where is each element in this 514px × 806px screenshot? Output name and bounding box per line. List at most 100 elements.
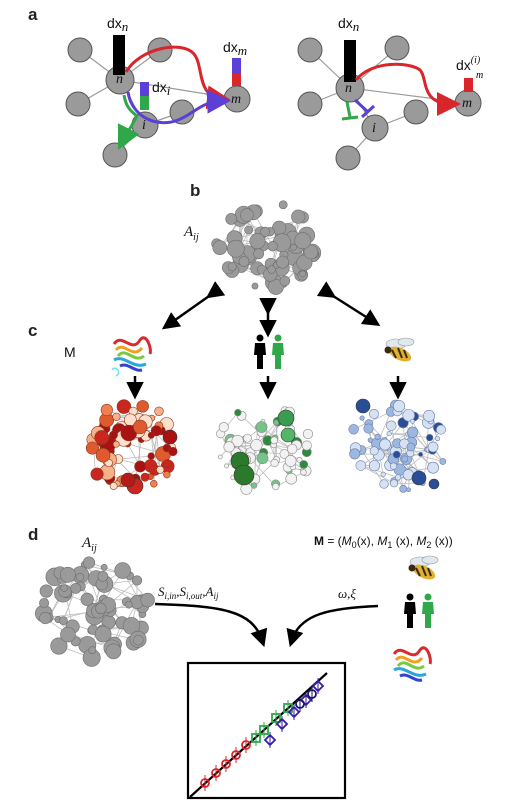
network-node bbox=[94, 430, 110, 445]
network-node bbox=[369, 446, 379, 456]
panel-label-d: d bbox=[28, 525, 38, 544]
network-node bbox=[70, 582, 82, 594]
network-node bbox=[427, 461, 439, 474]
network-node bbox=[276, 255, 289, 269]
dxm-label-right: dx bbox=[456, 57, 471, 73]
network-node bbox=[231, 434, 244, 447]
protein-structure-icon bbox=[392, 646, 432, 682]
network-node bbox=[114, 562, 131, 579]
network-node bbox=[267, 278, 284, 295]
network-node bbox=[435, 436, 441, 442]
network-node bbox=[427, 441, 439, 453]
network-node bbox=[272, 482, 280, 491]
network-node bbox=[238, 256, 250, 267]
hub-node bbox=[355, 398, 371, 414]
network-node bbox=[131, 575, 143, 586]
network-node bbox=[249, 233, 266, 250]
network-node bbox=[226, 239, 245, 258]
dxn-bar-left bbox=[113, 35, 125, 75]
network-node bbox=[374, 433, 381, 440]
network-node bbox=[418, 452, 423, 457]
dxn-label-right: dx bbox=[338, 15, 353, 31]
network-node bbox=[368, 460, 381, 472]
network-node bbox=[163, 471, 171, 479]
network-node bbox=[227, 262, 237, 272]
label-node-m-right: m bbox=[462, 96, 472, 111]
network-node bbox=[154, 406, 164, 416]
network-node bbox=[406, 487, 411, 493]
network-node bbox=[402, 409, 415, 422]
bee-icon bbox=[408, 555, 439, 580]
network-node bbox=[296, 456, 303, 463]
network-node bbox=[97, 570, 109, 582]
hub-node bbox=[277, 409, 295, 427]
network-node bbox=[301, 440, 312, 451]
network-node bbox=[253, 248, 265, 260]
network-node bbox=[75, 573, 85, 582]
network-node bbox=[112, 440, 120, 448]
network-node bbox=[112, 412, 121, 421]
network-node bbox=[125, 600, 133, 609]
network-node bbox=[94, 625, 112, 643]
network-b bbox=[211, 200, 322, 295]
network-node bbox=[223, 441, 235, 453]
network-c-protein bbox=[85, 399, 178, 495]
network-node bbox=[255, 421, 268, 433]
svg-text:dxi: dxi bbox=[152, 79, 171, 98]
network-node bbox=[256, 452, 269, 465]
network-node bbox=[267, 265, 276, 274]
dxm-sub-right: m bbox=[476, 70, 483, 81]
network-node bbox=[80, 592, 94, 606]
network-node bbox=[39, 584, 53, 598]
dxi-label-left: dx bbox=[152, 79, 167, 95]
network-node bbox=[355, 460, 367, 471]
network-node bbox=[299, 270, 307, 278]
network-node bbox=[60, 584, 68, 592]
network-node bbox=[423, 410, 435, 422]
network-node bbox=[134, 460, 147, 473]
network-node bbox=[379, 479, 389, 489]
network-node bbox=[303, 244, 319, 260]
network-node bbox=[386, 431, 392, 437]
network-node bbox=[243, 433, 252, 443]
network-node bbox=[390, 479, 399, 488]
network-node bbox=[224, 463, 229, 469]
panel-d-matrix-label: A bbox=[81, 535, 92, 551]
network-node bbox=[291, 209, 306, 224]
network-c-human bbox=[216, 406, 314, 495]
network-node bbox=[300, 469, 307, 476]
dxn-bar-right bbox=[344, 40, 356, 82]
network-node bbox=[39, 611, 52, 625]
network-node bbox=[150, 480, 158, 488]
network-node bbox=[85, 441, 99, 455]
network-node bbox=[156, 465, 165, 474]
network-node bbox=[294, 232, 312, 250]
network-node bbox=[251, 282, 259, 290]
network-node bbox=[116, 399, 132, 414]
arrow-b-to-bee bbox=[316, 281, 381, 327]
protein-structure-icon bbox=[111, 336, 152, 377]
dxm-bar-right bbox=[464, 78, 473, 92]
network-node bbox=[284, 455, 297, 467]
result-plot bbox=[186, 661, 347, 800]
network-node bbox=[109, 482, 118, 490]
network-node bbox=[367, 437, 374, 443]
network-node bbox=[140, 472, 150, 482]
dxn-label-left: dx bbox=[107, 15, 122, 31]
network-node bbox=[290, 243, 297, 251]
panel-label-c: c bbox=[28, 321, 37, 340]
network-node bbox=[287, 443, 298, 455]
network-node bbox=[273, 419, 280, 426]
network-node bbox=[100, 403, 113, 417]
network-node bbox=[95, 602, 107, 615]
svg-text:dxn: dxn bbox=[107, 15, 128, 34]
network-node bbox=[88, 646, 97, 655]
network-node bbox=[363, 423, 374, 434]
network-node bbox=[389, 462, 398, 470]
network-node bbox=[359, 415, 365, 421]
network-node bbox=[399, 484, 408, 493]
panel-a-right-network: n i m dxn dx(i) m bbox=[297, 15, 483, 171]
network-c-bee bbox=[348, 398, 447, 493]
network-node bbox=[401, 455, 409, 463]
